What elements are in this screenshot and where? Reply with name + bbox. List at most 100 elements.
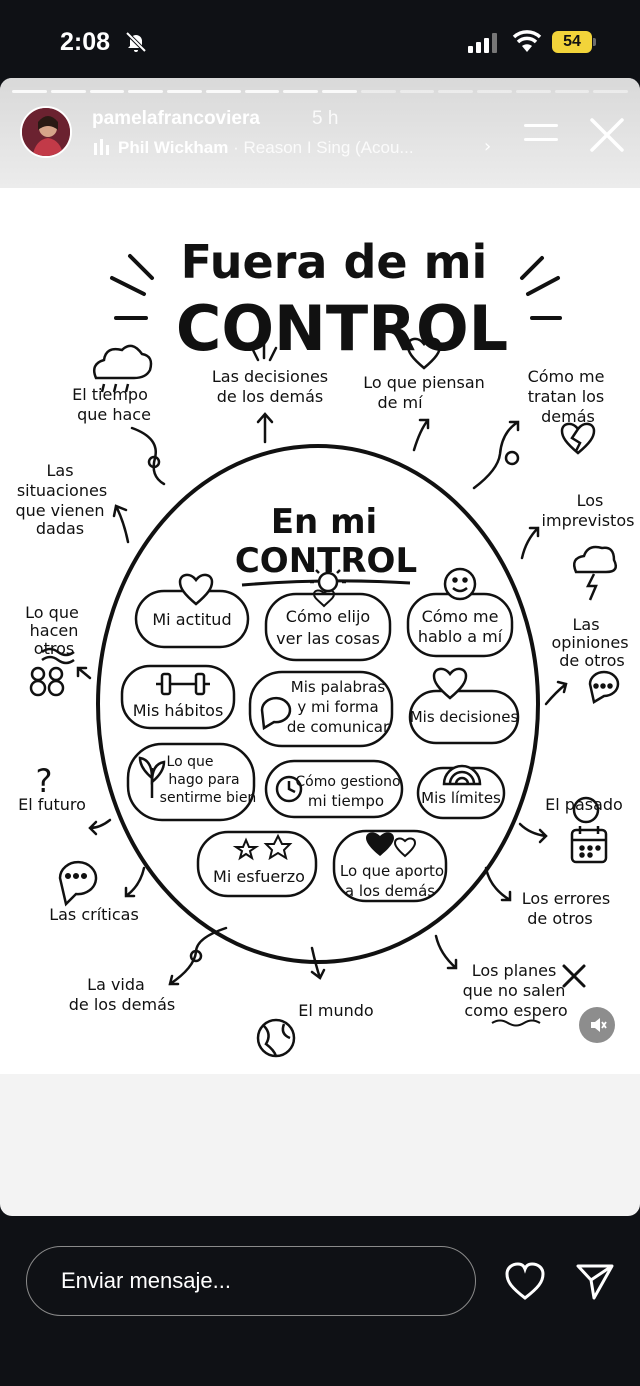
label-decisiones-2: de los demás: [217, 387, 323, 406]
label-vida-1: La vida: [87, 975, 145, 994]
chat-dots-icon: [58, 860, 98, 907]
sprout-icon: [138, 756, 166, 798]
like-heart-icon[interactable]: [504, 1262, 546, 1302]
label-errores-1: Los errores: [522, 889, 610, 908]
label-opiniones-1: Las: [572, 615, 599, 634]
status-bar: 2:08 54: [0, 0, 640, 80]
label-errores-2: de otros: [527, 909, 593, 928]
send-icon[interactable]: [574, 1260, 616, 1302]
label-habitos: Mis hábitos: [133, 701, 224, 720]
story-image: Fuera de mi CONTROL En mi CONTROL: [0, 188, 640, 1074]
globe-icon: [256, 1018, 296, 1058]
smiley-icon: [443, 567, 477, 601]
label-mis-decisiones: Mis decisiones: [410, 708, 519, 726]
label-opiniones-3: de otros: [559, 651, 625, 670]
cellular-signal-icon: [468, 33, 497, 53]
mute-button[interactable]: [579, 1007, 615, 1043]
chat-bubble-icon: [588, 670, 620, 704]
heart-small-outline-icon: [393, 837, 417, 858]
label-imprevistos-2: imprevistos: [542, 511, 635, 530]
label-esfuerzo: Mi esfuerzo: [213, 867, 305, 886]
label-hacen-1: Lo que: [25, 603, 79, 622]
label-sentirme-1: Lo que: [167, 754, 214, 770]
inner-title-line1: En mi: [271, 502, 377, 542]
waves-icon: [41, 647, 75, 665]
wifi-icon: [512, 30, 542, 52]
poster-title-line1: Fuera de mi: [181, 235, 488, 289]
label-hablo-1: Cómo me: [422, 607, 499, 626]
x-mark-icon: [562, 964, 586, 988]
heart-outline-icon: [406, 337, 442, 370]
label-tratan-3: demás: [541, 407, 595, 426]
heart-attitude-icon: [178, 573, 214, 606]
label-pasado: El pasado: [545, 795, 623, 814]
label-criticas: Las críticas: [49, 905, 139, 924]
label-palabras-3: de comunicar: [287, 718, 390, 736]
label-opiniones-2: opiniones: [551, 633, 628, 652]
label-piensan-2: de mí: [377, 393, 423, 412]
sun-icon: [310, 564, 346, 593]
label-futuro: El futuro: [18, 795, 86, 814]
label-tratan-2: tratan los: [528, 387, 605, 406]
storm-cloud-icon: [573, 545, 617, 601]
story-header: pamelafrancoviera 5 h Phil Wickham · Rea…: [0, 78, 640, 188]
title-rays-left-icon: [110, 254, 154, 320]
music-info[interactable]: Phil Wickham · Reason I Sing (Acou...: [94, 138, 414, 158]
label-decisiones-1: Las decisiones: [212, 367, 328, 386]
outside-labels: El tiempo que hace Las decisiones de los…: [15, 367, 634, 1020]
label-planes-2: que no salen: [463, 981, 566, 1000]
title-rays-right-icon: [520, 256, 562, 320]
label-actitud: Mi actitud: [152, 610, 231, 629]
story-username[interactable]: pamelafrancoviera: [92, 108, 260, 129]
label-sentirme-3: sentirme bien: [160, 790, 257, 806]
people-icon: [29, 666, 65, 697]
question-icon: ?: [36, 762, 53, 800]
battery-icon: 54: [552, 31, 596, 53]
label-elijo-2: ver las cosas: [276, 629, 380, 648]
label-aporto-1: Lo que aporto: [340, 862, 444, 880]
label-planes-3: como espero: [464, 1001, 567, 1020]
speech-bubble-icon: [260, 696, 292, 731]
cloud-rain-icon: [93, 344, 153, 393]
label-gestiono-1: Cómo gestiono: [295, 774, 400, 790]
label-vida-2: de los demás: [69, 995, 175, 1014]
label-palabras-1: Mis palabras: [291, 678, 386, 696]
label-tratan-1: Cómo me: [528, 367, 605, 386]
clock-icon: [275, 775, 303, 803]
reply-bar: Enviar mensaje...: [0, 1216, 640, 1386]
music-song: · Reason I Sing (Acou...: [233, 138, 414, 157]
label-hacen-2: hacen: [30, 621, 79, 640]
label-planes-1: Los planes: [472, 961, 557, 980]
label-gestiono-2: mi tiempo: [308, 792, 384, 810]
calendar-icon: [570, 796, 608, 864]
label-limites: Mis límites: [421, 789, 501, 807]
close-icon[interactable]: [588, 116, 626, 154]
menu-icon[interactable]: [524, 122, 558, 144]
story-viewer[interactable]: pamelafrancoviera 5 h Phil Wickham · Rea…: [0, 78, 640, 1216]
rainbow-icon: [442, 764, 482, 786]
inside-labels: Mi actitud Cómo elijo ver las cosas Cómo…: [133, 607, 519, 900]
heart-decision-icon: [432, 667, 468, 700]
story-age: 5 h: [312, 108, 339, 129]
label-tiempo-1: El tiempo: [72, 385, 148, 404]
label-situaciones-4: dadas: [36, 519, 84, 538]
label-elijo-1: Cómo elijo: [286, 607, 370, 626]
chevron-right-icon[interactable]: ›: [484, 136, 492, 157]
status-time: 2:08: [60, 28, 111, 56]
story-progress: [12, 90, 628, 93]
label-mundo: El mundo: [298, 1001, 373, 1020]
control-circle: [96, 444, 540, 964]
label-situaciones-2: situaciones: [17, 481, 107, 500]
message-input[interactable]: Enviar mensaje...: [26, 1246, 476, 1316]
speaker-muted-icon: [591, 1018, 607, 1032]
poster-title-line2: CONTROL: [176, 292, 508, 365]
outside-arrows: [76, 412, 568, 986]
label-palabras-2: y mi forma: [297, 698, 378, 716]
label-aporto-2: a los demás: [345, 882, 435, 900]
broken-heart-icon: [560, 422, 596, 455]
label-situaciones-3: que vienen: [15, 501, 104, 520]
avatar[interactable]: [20, 106, 72, 158]
label-sentirme-2: hago para: [168, 772, 239, 788]
label-imprevistos-1: Los: [577, 491, 604, 510]
music-artist: Phil Wickham: [118, 138, 229, 157]
